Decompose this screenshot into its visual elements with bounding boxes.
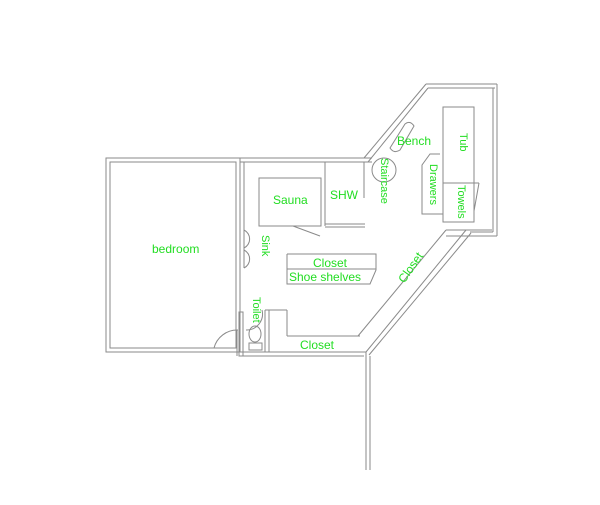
label-sink: Sink: [259, 235, 271, 257]
top-wall: [240, 157, 372, 163]
sink-wall: [239, 162, 251, 269]
drawers-box: [421, 153, 443, 215]
toilet-room: [238, 309, 288, 357]
label-drawers: Drawers: [427, 164, 439, 205]
upper-diagonal-wall: [363, 83, 498, 237]
label-closet-bottom: Closet: [300, 338, 335, 352]
diagonal-closet: [357, 229, 492, 356]
label-sauna: Sauna: [273, 193, 308, 207]
label-closet-center: Closet: [313, 256, 348, 270]
label-bedroom: bedroom: [152, 242, 200, 256]
label-towels: Towels: [455, 185, 467, 219]
bottom-wall: [240, 335, 366, 357]
label-tub: Tub: [457, 133, 469, 152]
label-bench: Bench: [397, 134, 432, 148]
center-closet: [286, 253, 377, 285]
label-shw: SHW: [330, 188, 358, 202]
bedroom-door: [213, 329, 239, 356]
bench-symbol: [389, 121, 415, 153]
sauna-box: [258, 177, 322, 237]
staircase-symbol: [371, 157, 397, 183]
lower-wall: [365, 352, 371, 470]
tub-box: [442, 106, 480, 223]
shw-walls: [324, 162, 365, 228]
label-shoe-shelves: Shoe shelves: [289, 270, 362, 284]
label-staircase: Staircase: [378, 158, 390, 204]
label-toilet: Toilet: [250, 297, 262, 323]
